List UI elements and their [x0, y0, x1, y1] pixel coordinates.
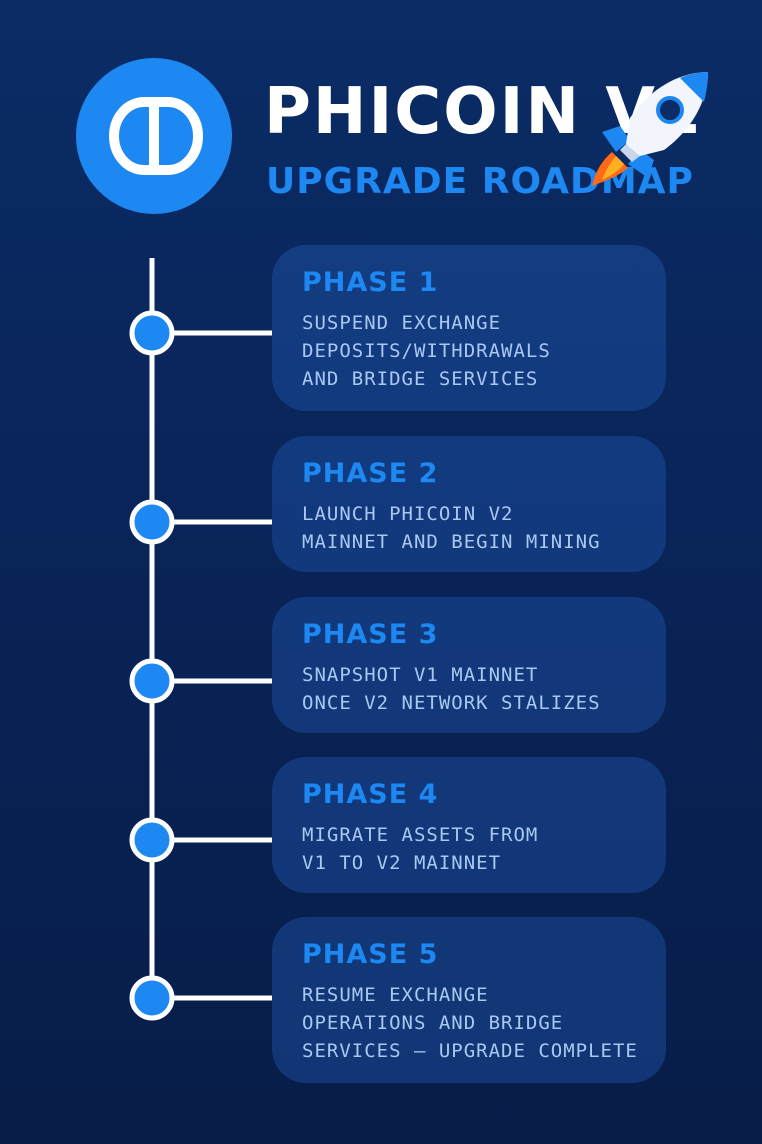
timeline-node-phase-5	[129, 975, 175, 1021]
phase-title: PHASE 2	[302, 458, 439, 489]
phase-description: SNAPSHOT V1 MAINNET ONCE V2 NETWORK STAL…	[302, 664, 601, 714]
phase-title: PHASE 1	[302, 267, 439, 298]
phase-card-3: PHASE 3 SNAPSHOT V1 MAINNET ONCE V2 NETW…	[272, 597, 666, 733]
phase-title: PHASE 5	[302, 939, 439, 970]
timeline-node-phase-3	[129, 658, 175, 704]
phicoin-logo-icon	[76, 58, 232, 214]
timeline-node-phase-4	[129, 817, 175, 863]
rocket-icon	[592, 72, 708, 186]
phase-description: LAUNCH PHICOIN V2 MAINNET AND BEGIN MINI…	[302, 503, 601, 553]
phase-description: MIGRATE ASSETS FROM V1 TO V2 MAINNET	[302, 824, 539, 874]
phase-description: SUSPEND EXCHANGE DEPOSITS/WITHDRAWALS AN…	[302, 312, 551, 390]
timeline-node-phase-1	[129, 310, 175, 356]
phase-title: PHASE 3	[302, 619, 439, 650]
phase-card-5: PHASE 5 RESUME EXCHANGE OPERATIONS AND B…	[272, 917, 666, 1083]
timeline-node-phase-2	[129, 499, 175, 545]
phase-card-2: PHASE 2 LAUNCH PHICOIN V2 MAINNET AND BE…	[272, 436, 666, 572]
phase-title: PHASE 4	[302, 779, 439, 810]
phase-description: RESUME EXCHANGE OPERATIONS AND BRIDGE SE…	[302, 984, 638, 1062]
phase-card-4: PHASE 4 MIGRATE ASSETS FROM V1 TO V2 MAI…	[272, 757, 666, 893]
phase-card-1: PHASE 1 SUSPEND EXCHANGE DEPOSITS/WITHDR…	[272, 245, 666, 411]
